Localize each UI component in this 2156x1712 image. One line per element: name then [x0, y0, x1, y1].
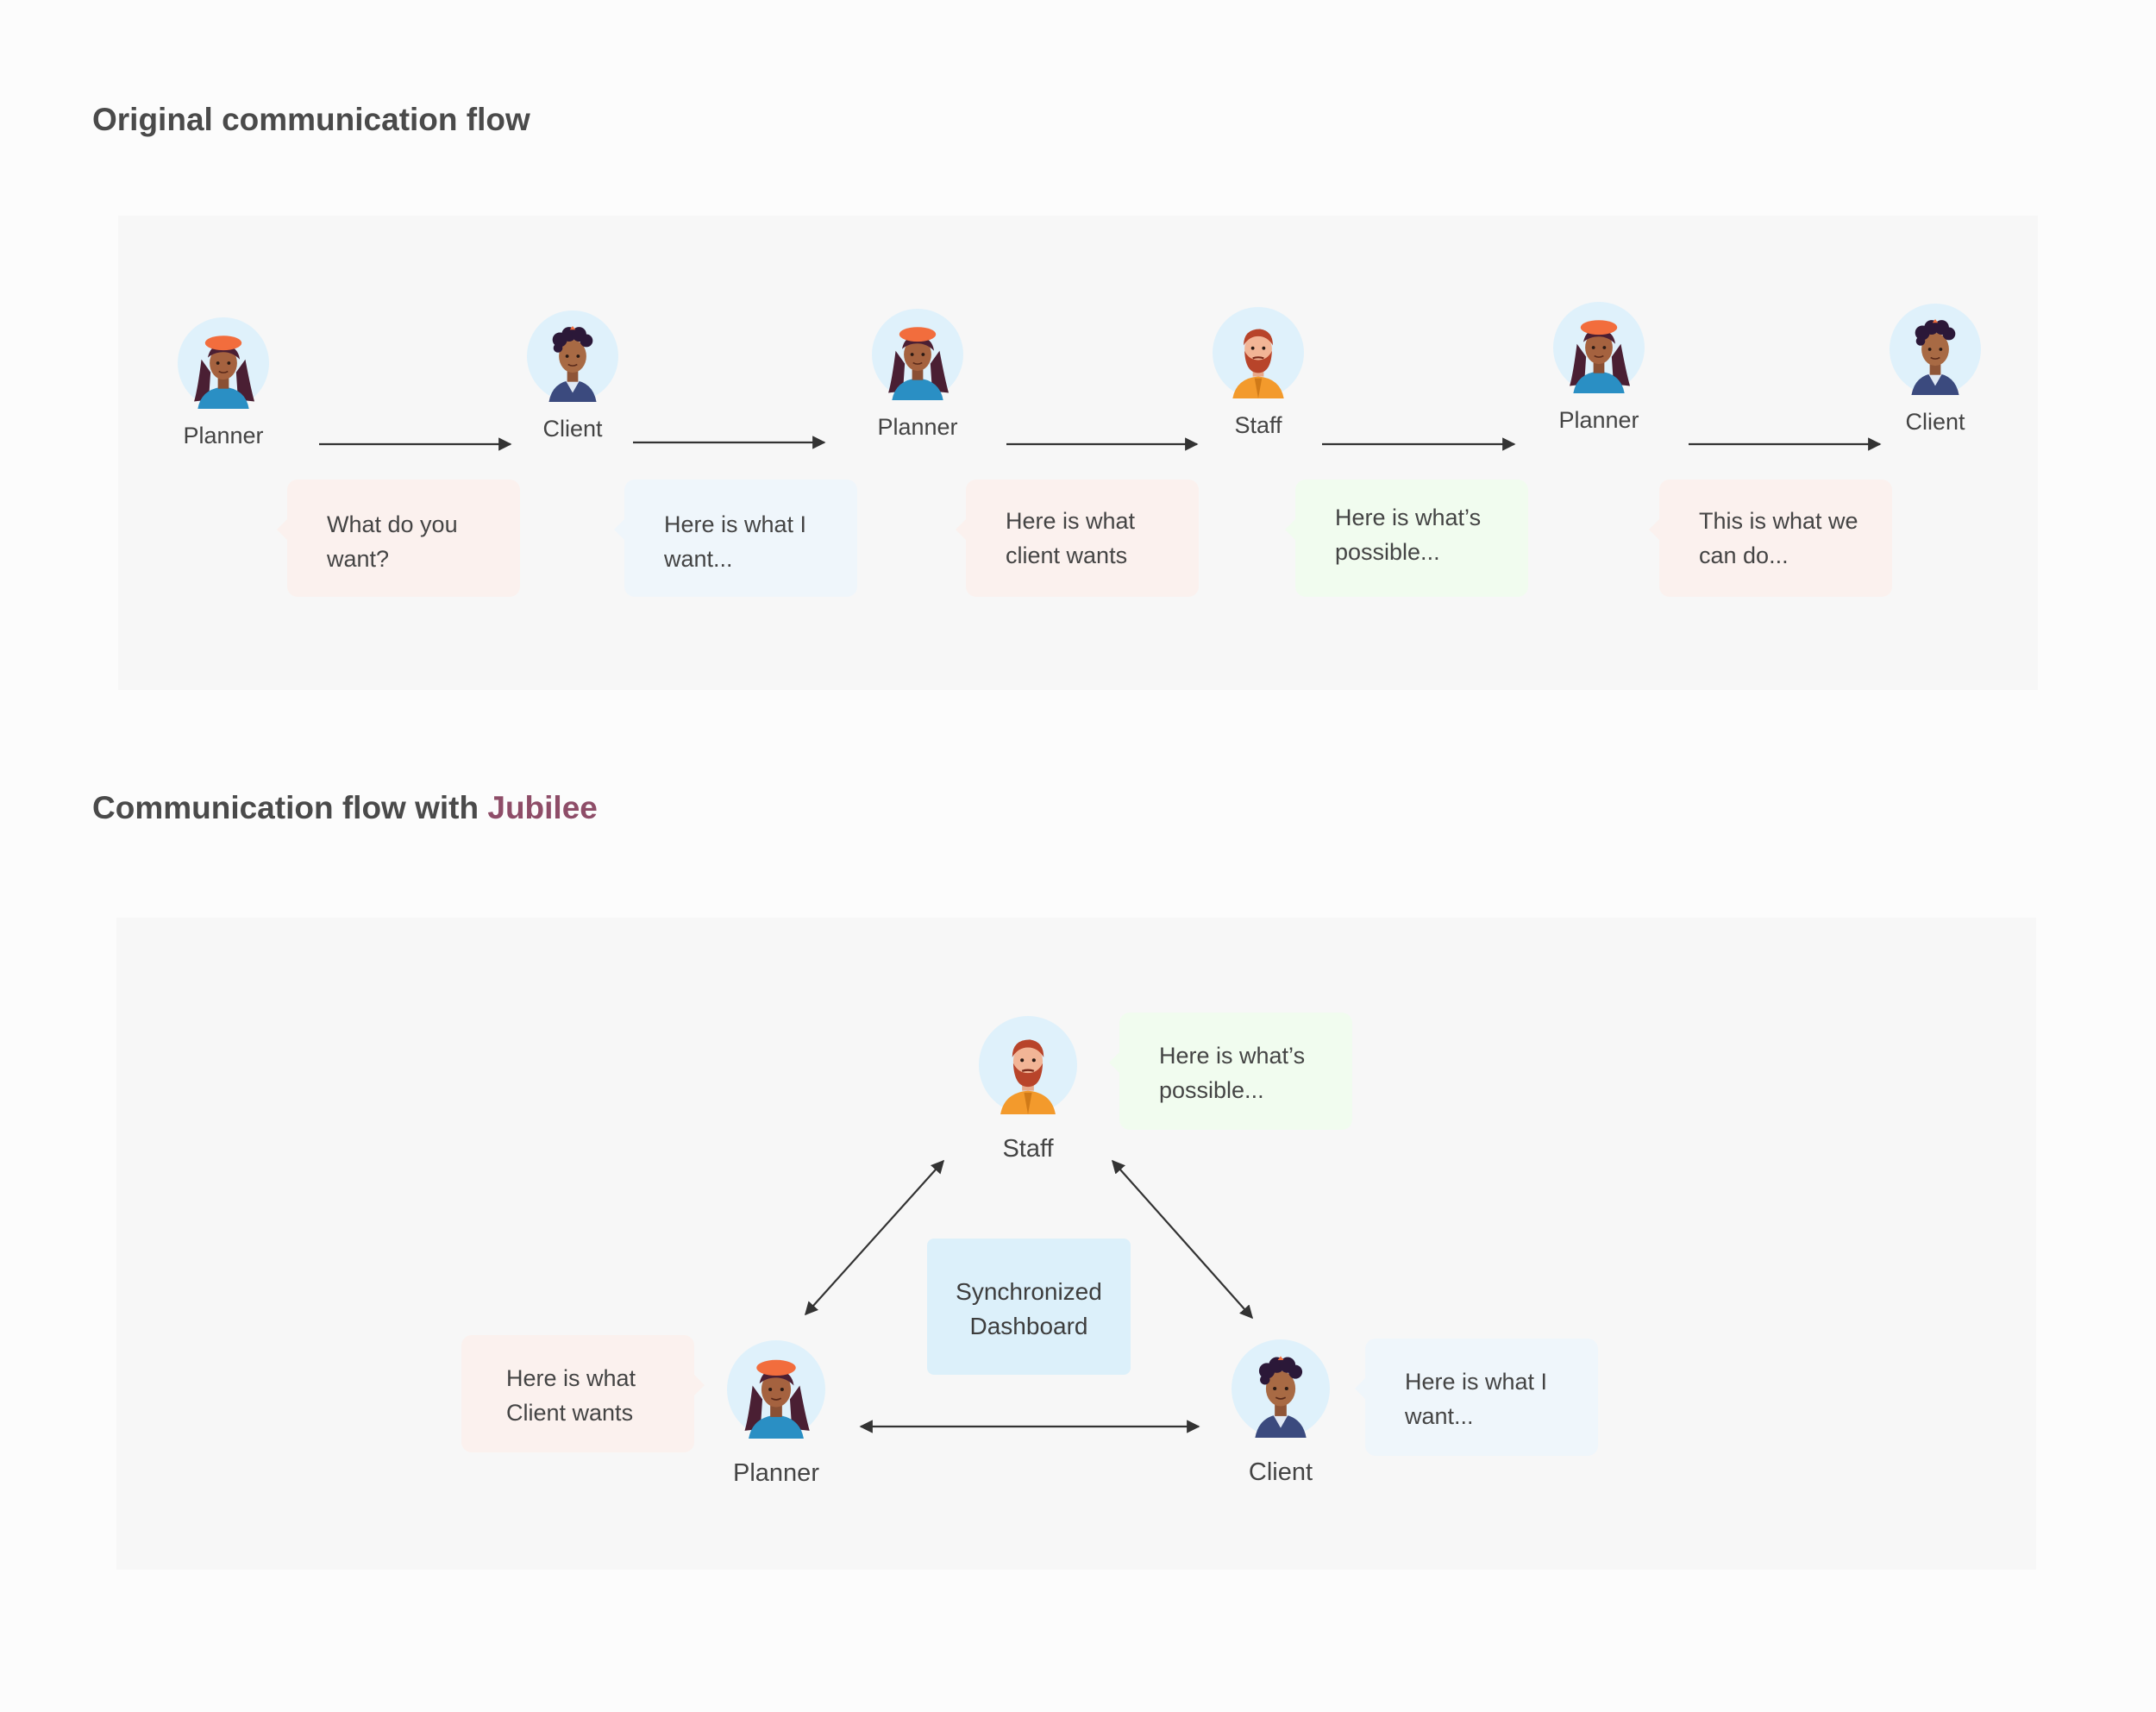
speech-bubble: Here is what’s possible...	[1285, 480, 1528, 597]
flow1-person-client-2: Client	[1858, 304, 2013, 436]
bubble-line: client wants	[1006, 542, 1128, 568]
person-label: Staff	[1002, 1135, 1054, 1163]
person-label: Staff	[1234, 412, 1282, 438]
dashboard-line: Dashboard	[969, 1313, 1088, 1339]
bubble-line: Here is what	[506, 1365, 636, 1391]
flow1-person-client-1: Client	[495, 310, 650, 442]
flow1-person-planner-1: Planner	[146, 317, 301, 449]
flow2-person-planner: Planner	[699, 1340, 854, 1488]
original-flow-panel	[118, 216, 2038, 690]
flow2-person-staff: Staff	[950, 1016, 1106, 1163]
speech-bubble: This is what we can do...	[1649, 480, 1892, 597]
bubble-line: want...	[1405, 1403, 1474, 1429]
person-label: Planner	[733, 1459, 819, 1487]
bubble-line: This is what we	[1699, 508, 1858, 534]
bubble-line: Here is what I	[1405, 1369, 1548, 1395]
speech-bubble: Here is what I want...	[1355, 1339, 1598, 1456]
synchronized-dashboard-box: Synchronized Dashboard	[927, 1239, 1131, 1375]
bubble-line: Here is what	[1006, 508, 1136, 534]
person-label: Planner	[1558, 407, 1639, 433]
bubble-line: Here is what’s	[1335, 505, 1482, 530]
title-prefix: Communication flow with	[92, 790, 488, 825]
person-label: Planner	[877, 414, 958, 440]
bubble-line: possible...	[1335, 539, 1440, 565]
bubble-line: possible...	[1159, 1077, 1264, 1103]
person-label: Client	[1905, 409, 1965, 435]
speech-bubble: What do you want?	[277, 480, 520, 597]
flow2-person-client: Client	[1203, 1339, 1358, 1487]
speech-bubble: Here is what client wants	[956, 480, 1199, 597]
flow1-person-planner-3: Planner	[1521, 302, 1677, 434]
bubble-line: Here is what I	[664, 511, 807, 537]
bubble-line: Client wants	[506, 1400, 634, 1426]
speech-bubble: Here is what’s possible...	[1109, 1013, 1352, 1130]
person-label: Client	[1248, 1458, 1313, 1486]
person-label: Client	[542, 416, 603, 442]
double-arrow	[804, 1159, 945, 1316]
section-title-jubilee: Communication flow with Jubilee	[92, 790, 598, 826]
dashboard-line: Synchronized	[956, 1278, 1102, 1305]
bubble-line: can do...	[1699, 542, 1789, 568]
bubble-line: want?	[327, 546, 390, 572]
speech-bubble: Here is what Client wants	[461, 1335, 705, 1452]
double-arrow	[1111, 1159, 1254, 1320]
bubble-line: Here is what’s	[1159, 1043, 1306, 1069]
flow1-person-planner-2: Planner	[840, 309, 995, 441]
person-label: Planner	[183, 423, 264, 448]
speech-bubble: Here is what I want...	[614, 480, 857, 597]
bubble-line: What do you	[327, 511, 458, 537]
bubble-line: want...	[664, 546, 733, 572]
section-title-original: Original communication flow	[92, 102, 530, 137]
brand-name-jubilee: Jubilee	[487, 790, 598, 825]
flow1-person-staff: Staff	[1181, 307, 1336, 439]
